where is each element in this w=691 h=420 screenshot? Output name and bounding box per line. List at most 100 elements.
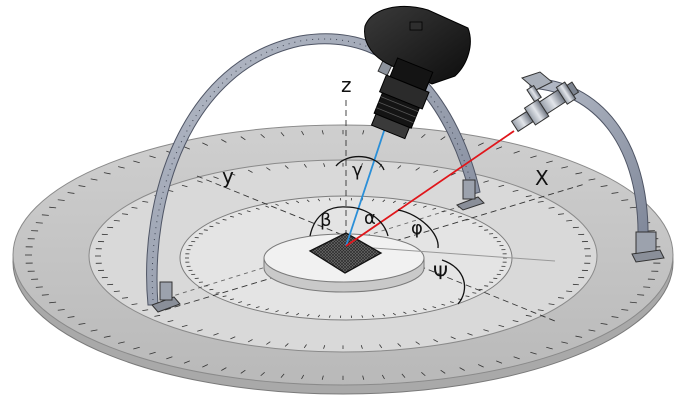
outer-scale-tick bbox=[546, 346, 553, 350]
middle-scale-ticks bbox=[95, 163, 591, 349]
outer-scale-tick bbox=[440, 369, 446, 374]
outer-scale-tick bbox=[362, 375, 365, 380]
outer-scale-tick bbox=[118, 166, 125, 169]
outer-scale-tick bbox=[478, 364, 484, 368]
outer-scale-tick bbox=[118, 341, 125, 344]
middle-scale-tick bbox=[548, 207, 555, 209]
outer-scale-tick bbox=[600, 185, 608, 188]
outer-scale-tick bbox=[381, 374, 385, 380]
outer-scale-tick bbox=[561, 341, 568, 344]
middle-scale-tick bbox=[415, 167, 420, 171]
middle-scale-tick bbox=[266, 341, 271, 345]
inner-scale-tick bbox=[449, 213, 454, 215]
gamma-arc bbox=[335, 155, 385, 171]
y-axis-label: y bbox=[222, 164, 234, 188]
x-axis-line bbox=[164, 183, 586, 311]
middle-scale-tick bbox=[303, 163, 307, 168]
outer-scale-tick bbox=[183, 360, 190, 364]
outer-scale-tick bbox=[611, 192, 619, 194]
outer-scale-tick bbox=[637, 294, 645, 296]
alpha-label: α bbox=[364, 208, 376, 229]
inner-scale-tick bbox=[472, 222, 477, 224]
inner-scale-tick bbox=[403, 202, 407, 205]
middle-scale-tick bbox=[121, 297, 128, 299]
outer-scale-tick bbox=[362, 130, 365, 135]
middle-scale-tick bbox=[498, 324, 505, 328]
right-arc-foot bbox=[631, 231, 665, 263]
middle-scale-tick bbox=[450, 336, 456, 340]
middle-scale-tick bbox=[566, 290, 573, 292]
outer-scale-tick bbox=[90, 178, 98, 181]
inner-scale-tick bbox=[209, 225, 214, 228]
middle-scale-tick bbox=[483, 180, 489, 183]
inner-scale-tick bbox=[296, 312, 300, 316]
outer-scale-tick bbox=[301, 374, 305, 380]
inner-scale-tick bbox=[441, 303, 446, 306]
psi-reference-line bbox=[345, 245, 556, 262]
middle-scale-tick bbox=[558, 297, 565, 299]
inner-scale-tick bbox=[449, 301, 454, 303]
outer-scale-tick bbox=[166, 356, 173, 360]
inner-scale-tick bbox=[328, 198, 331, 201]
inner-scale-tick bbox=[296, 200, 300, 204]
middle-scale-tick bbox=[558, 213, 565, 215]
outer-scale-tick bbox=[440, 136, 446, 141]
outer-scale-tick bbox=[67, 192, 75, 194]
middle-scale-tick bbox=[360, 345, 363, 349]
outer-scale-tick bbox=[478, 142, 484, 146]
inner-scale-tick bbox=[371, 314, 375, 318]
middle-scale-tick bbox=[303, 344, 307, 349]
middle-scale-tick bbox=[142, 309, 149, 312]
middle-scale-tick bbox=[360, 163, 363, 167]
angle-arcs bbox=[309, 155, 466, 305]
inner-scale-tick bbox=[361, 315, 364, 318]
outer-scale-tick bbox=[221, 139, 227, 143]
middle-scale-tick bbox=[397, 165, 402, 169]
inner-scale-tick bbox=[255, 207, 260, 210]
left-arc-right-foot bbox=[456, 179, 485, 211]
middle-scale-tick bbox=[525, 314, 532, 317]
outer-scale-tick bbox=[629, 206, 637, 209]
psi-label: Ψ bbox=[433, 262, 448, 284]
inner-scale-tick bbox=[275, 203, 279, 206]
middle-scale-tick bbox=[498, 184, 505, 188]
outer-scale-tick bbox=[621, 199, 629, 201]
inner-scale-tick bbox=[215, 292, 220, 294]
inner-scale-tick bbox=[285, 202, 289, 205]
inner-scale-tick bbox=[222, 295, 227, 297]
outer-scale-tick bbox=[41, 294, 49, 296]
outer-scale-tick bbox=[496, 360, 503, 364]
outer-scale-tick bbox=[321, 130, 324, 135]
middle-scale-tick bbox=[131, 207, 138, 209]
middle-scale-tick bbox=[181, 324, 188, 328]
inner-scale-tick bbox=[392, 312, 396, 316]
outer-scale-tick bbox=[149, 155, 156, 159]
inner-scale-tick bbox=[382, 199, 386, 203]
middle-scale-tick bbox=[247, 169, 253, 173]
middle-scale-tick bbox=[213, 333, 219, 336]
inner-scale-tick bbox=[432, 207, 437, 210]
outer-scale-tick bbox=[600, 322, 608, 325]
inner-scale-tick bbox=[238, 301, 243, 303]
right-goniometer-arc bbox=[529, 77, 665, 263]
outer-scale-tick bbox=[67, 316, 75, 318]
inner-scale-ticks bbox=[185, 197, 507, 319]
outer-scale-tick bbox=[496, 146, 503, 150]
middle-scale-tick bbox=[537, 309, 544, 312]
middle-scale-tick bbox=[483, 329, 489, 332]
outer-scale-tick bbox=[588, 178, 596, 181]
middle-scale-tick bbox=[415, 341, 420, 345]
inner-scale-tick bbox=[432, 306, 437, 309]
inner-scale-tick bbox=[413, 203, 417, 206]
middle-scale-tick bbox=[467, 333, 473, 336]
inner-scale-tick bbox=[255, 306, 260, 309]
inner-scale-tick bbox=[478, 225, 483, 228]
light-source-icon bbox=[510, 71, 580, 133]
inner-scale-tick bbox=[422, 308, 427, 311]
middle-scale-tick bbox=[284, 343, 289, 347]
inner-scale-tick bbox=[422, 205, 427, 208]
outer-scale-tick bbox=[546, 160, 553, 164]
inner-scale-tick bbox=[230, 215, 235, 218]
beta-label: β bbox=[320, 210, 332, 231]
inner-scale-tick bbox=[238, 213, 243, 215]
